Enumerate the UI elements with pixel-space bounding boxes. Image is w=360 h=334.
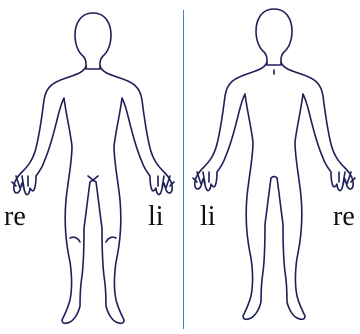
back-left-side-label: li bbox=[200, 203, 216, 231]
front-groin bbox=[88, 176, 98, 180]
back-head bbox=[256, 9, 292, 65]
front-right-side-label: re bbox=[4, 203, 26, 231]
center-divider-line bbox=[183, 10, 184, 329]
back-body-right bbox=[277, 62, 353, 319]
back-right-side-label: re bbox=[333, 203, 355, 231]
front-body-right bbox=[96, 66, 172, 323]
front-body-figure bbox=[12, 13, 174, 323]
front-head bbox=[75, 13, 111, 69]
front-left-side-label: li bbox=[148, 203, 164, 231]
back-body-left bbox=[195, 62, 277, 319]
front-body-left bbox=[14, 66, 96, 323]
front-knees bbox=[70, 237, 116, 242]
back-body-figure bbox=[193, 9, 355, 319]
